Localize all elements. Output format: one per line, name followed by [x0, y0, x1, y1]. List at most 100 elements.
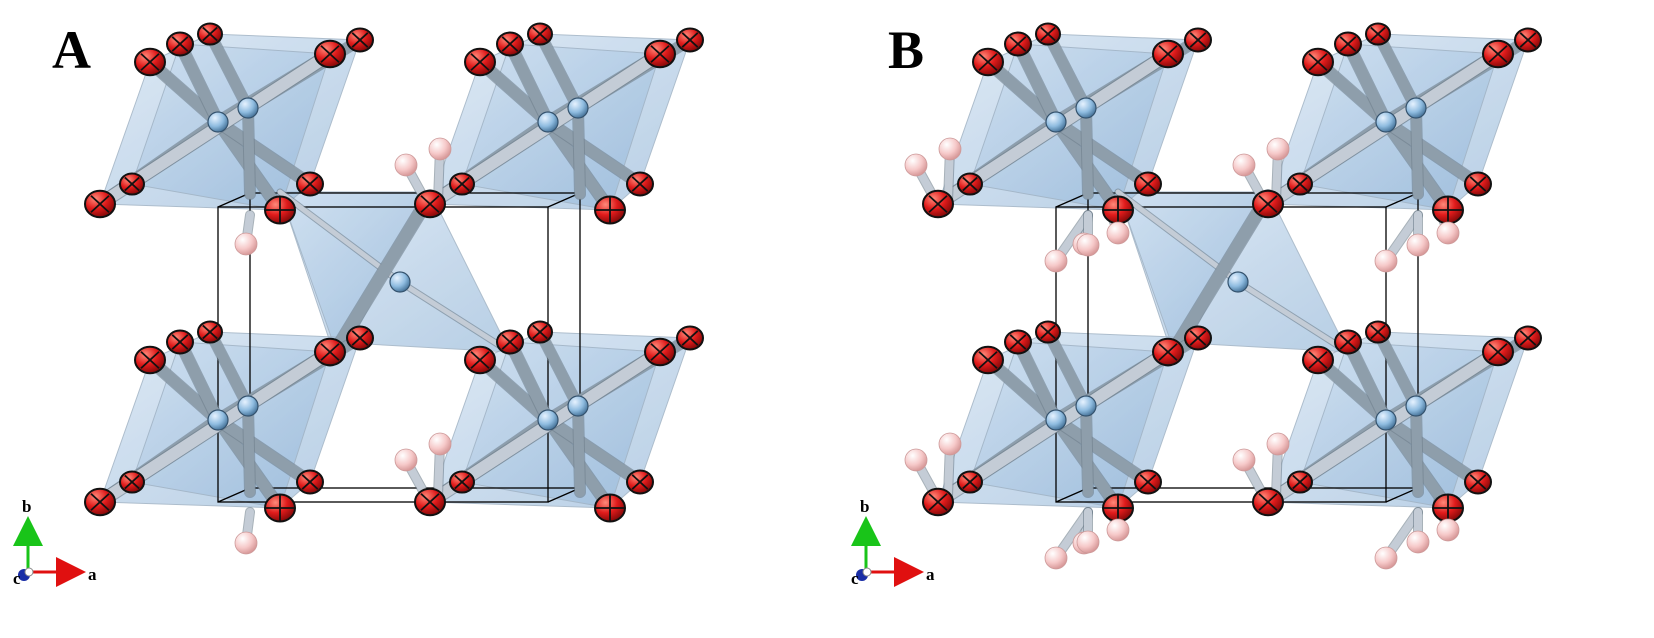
oxygen-atom: [296, 171, 324, 197]
axis-triad-b: a b c: [851, 497, 935, 588]
ellipsoid-axis: [171, 36, 189, 52]
oxygen-atom: [166, 329, 194, 355]
ellipsoid-axis: [1258, 493, 1278, 511]
ellipsoid-axis: [202, 324, 218, 340]
ellipsoid-axis: [420, 195, 440, 213]
bond: [174, 336, 224, 426]
ellipsoid-axis: [650, 45, 670, 63]
ellipsoid-axis: [1339, 334, 1357, 350]
hydrogen-atom: [428, 432, 452, 456]
oxygen-atom: [1152, 337, 1184, 367]
ellipsoid-axis: [1488, 45, 1508, 63]
ellipsoid-axis: [1519, 330, 1537, 346]
oxygen-atom: [957, 470, 983, 494]
ellipsoid-axis: [202, 26, 218, 42]
metal-atom: [1075, 395, 1097, 417]
bond: [1081, 103, 1093, 199]
bonds-layer: [93, 28, 1534, 563]
oxygen-atom: [1035, 22, 1061, 46]
oxygen-atom: [264, 493, 296, 523]
oxygen-atom: [464, 47, 496, 77]
oxygen-atom: [1334, 329, 1362, 355]
metal-atom: [1075, 97, 1097, 119]
oxygen-atom: [1432, 493, 1464, 523]
bond: [1012, 336, 1062, 426]
ellipsoid-axis: [1158, 343, 1178, 361]
ellipsoid-axis: [1040, 324, 1056, 340]
oxygen-atom: [1482, 39, 1514, 69]
oxygen-atom: [1184, 325, 1212, 351]
ellipsoid-axis: [631, 474, 649, 490]
hydrogen-atom: [428, 137, 452, 161]
bond: [1043, 327, 1091, 411]
oxygen-atom: [119, 172, 145, 196]
ellipsoid-axis: [90, 493, 110, 511]
oxygen-atom: [1464, 171, 1492, 197]
bond: [542, 116, 646, 190]
oxygen-atom: [1102, 493, 1134, 523]
bond: [324, 190, 436, 366]
ellipsoid-axis: [1308, 351, 1328, 369]
oxygen-atom: [922, 189, 954, 219]
metal-atom: [389, 271, 411, 293]
oxygen-atom: [314, 39, 346, 69]
bond: [174, 38, 224, 128]
oxygen-atom: [1482, 337, 1514, 367]
oxygen-atom: [972, 47, 1004, 77]
ellipsoid-axis: [1292, 474, 1308, 490]
atoms-layer: [84, 22, 1542, 570]
oxygen-atom: [1287, 172, 1313, 196]
hydrogen-atom: [1106, 518, 1130, 542]
oxygen-atom: [449, 470, 475, 494]
ellipsoid-axis: [1519, 32, 1537, 48]
unit-cell-edge: [1087, 192, 1419, 489]
hydrogen-atom: [1044, 249, 1068, 273]
hydrogen-atom: [1232, 153, 1256, 177]
metal-atom: [237, 97, 259, 119]
oxygen-atom: [264, 195, 296, 225]
ellipsoid-axis: [1339, 36, 1357, 52]
hydrogen-atom: [1232, 448, 1256, 472]
hydrogen-atom: [234, 232, 258, 256]
ellipsoid-axis: [351, 32, 369, 48]
oxygen-atom: [594, 195, 626, 225]
ellipsoid-axis: [1292, 176, 1308, 192]
ellipsoid-axis: [650, 343, 670, 361]
oxygen-atom: [1004, 31, 1032, 57]
bond: [397, 279, 513, 355]
oxygen-atom: [676, 27, 704, 53]
metal-atom: [1405, 97, 1427, 119]
unit-cell-edge: [249, 192, 581, 489]
ellipsoid-axis: [171, 334, 189, 350]
ellipsoid-axis: [1370, 26, 1386, 42]
oxygen-atom: [626, 469, 654, 495]
bond: [1411, 401, 1423, 497]
bond: [1162, 190, 1274, 366]
ellipsoid-axis: [532, 26, 548, 42]
bond: [535, 29, 583, 113]
bond: [1342, 336, 1392, 426]
bond: [243, 103, 255, 199]
metal-atom: [537, 409, 559, 431]
oxygen-atom: [1302, 345, 1334, 375]
octahedra-layer: [99, 33, 1529, 509]
metal-atom: [567, 97, 589, 119]
hydrogen-atom: [394, 448, 418, 472]
oxygen-atom: [296, 469, 324, 495]
ellipsoid-axis: [1009, 334, 1027, 350]
bond: [504, 38, 554, 128]
oxygen-atom: [1302, 47, 1334, 77]
panel-label-b: B: [888, 20, 924, 80]
hydrogen-atom: [904, 153, 928, 177]
bond: [535, 327, 583, 411]
ellipsoid-axis: [1189, 32, 1207, 48]
hydrogen-atom: [1406, 233, 1430, 257]
ellipsoid-axis: [1139, 176, 1157, 192]
hydrogen-atom: [938, 432, 962, 456]
ellipsoid-axis: [320, 343, 340, 361]
a-axis-label: a: [88, 565, 97, 584]
bond: [212, 116, 316, 190]
oxygen-atom: [1334, 31, 1362, 57]
oxygen-atom: [1035, 320, 1061, 344]
oxygen-atom: [1514, 27, 1542, 53]
